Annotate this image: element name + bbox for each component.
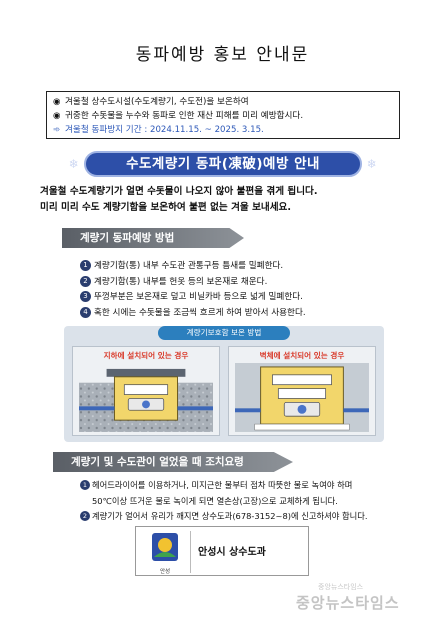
notice-line-2: 귀중한 수돗물을 누수와 동파로 인한 재산 피해를 미리 예방합시다. xyxy=(65,111,304,121)
panel-label-underground: 지하에 설치되어 있는 경우 xyxy=(103,351,189,360)
city-logo-icon xyxy=(152,533,178,561)
bullet-icon: ◉ xyxy=(53,111,61,121)
notice-line-1: 겨울철 상수도시설(수도계량기, 수도전)을 보온하여 xyxy=(65,97,249,107)
intro-text: 겨울철 수도계량기가 얼면 수돗물이 나오지 않아 불편을 겪게 됩니다. 미리… xyxy=(40,184,420,216)
diagram-panel-underground: 지하에 설치되어 있는 경우 xyxy=(72,346,220,436)
underground-meter-illustration xyxy=(79,368,213,432)
signature-divider xyxy=(190,531,191,573)
snowflake-icon: ❄ xyxy=(68,157,80,171)
bullet-icon: ◉ xyxy=(53,97,61,107)
panel-label-wall: 벽체에 설치되어 있는 경우 xyxy=(259,351,345,360)
document-title: 동파예방 홍보 안내문 xyxy=(135,45,310,65)
arrow-icon: ➾ xyxy=(53,125,61,135)
city-logo-text: 안성 xyxy=(159,569,171,575)
notice-period: 겨울철 동파방지 기간 : 2024.11.15. ~ 2025. 3.15. xyxy=(65,125,264,135)
wall-meter-illustration xyxy=(235,363,369,432)
section-heading-frozen: 계량기 및 수도관이 얼었을 때 조치요령 xyxy=(53,452,293,472)
section-heading-prevention: 계량기 동파예방 방법 xyxy=(62,228,244,248)
signature-box: 안성 안성시 상수도과 xyxy=(135,526,309,576)
tip-item-continued: 50℃이상 뜨거운 물로 녹이게 되면 열손상(고장)으로 교체하게 됩니다. xyxy=(92,495,338,506)
banner-title: ❄ 수도계량기 동파(凍破)예방 안내 ❄ xyxy=(69,151,377,177)
intro-line-2: 미리 미리 수도 계량기함을 보온하여 불편 없는 겨울 보내세요. xyxy=(40,202,292,213)
snowflake-icon: ❄ xyxy=(366,157,378,171)
banner-text: 수도계량기 동파(凍破)예방 안내 xyxy=(126,156,320,172)
meter-insulation-diagram: 계량기보호함 보온 방법 지하에 설치되어 있는 경우 벽체에 설치되어 있는 … xyxy=(64,326,384,442)
department-name: 안성시 상수도과 xyxy=(198,547,266,558)
watermark: 중앙뉴스타임스 xyxy=(296,594,400,612)
watermark-small: 중앙뉴스타임스 xyxy=(318,583,364,591)
diagram-panel-wall: 벽체에 설치되어 있는 경우 xyxy=(228,346,376,436)
intro-line-1: 겨울철 수도계량기가 얼면 수돗물이 나오지 않아 불편을 겪게 됩니다. xyxy=(40,186,318,197)
notice-box: ◉ 겨울철 상수도시설(수도계량기, 수도전)을 보온하여 ◉ 귀중한 수돗물을 누… xyxy=(46,91,400,139)
diagram-title: 계량기보호함 보온 방법 xyxy=(158,326,290,340)
